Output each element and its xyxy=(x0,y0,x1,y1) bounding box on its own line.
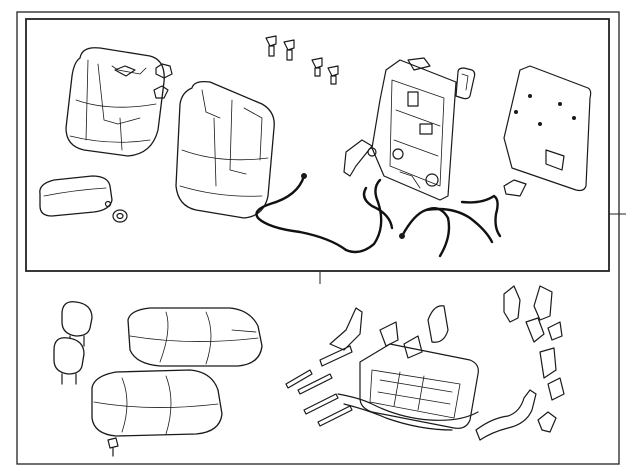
clip-side xyxy=(153,85,169,99)
wiring-harness-center xyxy=(255,173,394,254)
armrest xyxy=(39,175,113,217)
seat-back-right xyxy=(175,80,275,219)
seat-back-frame xyxy=(371,57,457,201)
seat-back-left xyxy=(65,47,165,157)
grommet xyxy=(112,209,128,223)
wiring-harness-right xyxy=(399,194,502,258)
mounting-bolt xyxy=(107,437,119,457)
rear-back-panel xyxy=(503,65,592,192)
seat-frame-assembly xyxy=(337,343,479,431)
seat-rails xyxy=(285,345,353,427)
headrest-lower xyxy=(53,337,85,385)
seat-cushion-upper xyxy=(127,307,263,367)
headrest-guide-set xyxy=(265,35,339,85)
seat-latch xyxy=(455,67,476,100)
seat-cushion-lower xyxy=(91,369,223,437)
cushion-brackets xyxy=(329,305,449,359)
clip-top xyxy=(155,63,173,79)
release-handle xyxy=(475,389,557,441)
hinge-brackets-right xyxy=(503,285,565,401)
outer-frame xyxy=(16,11,620,465)
release-button xyxy=(503,179,527,197)
